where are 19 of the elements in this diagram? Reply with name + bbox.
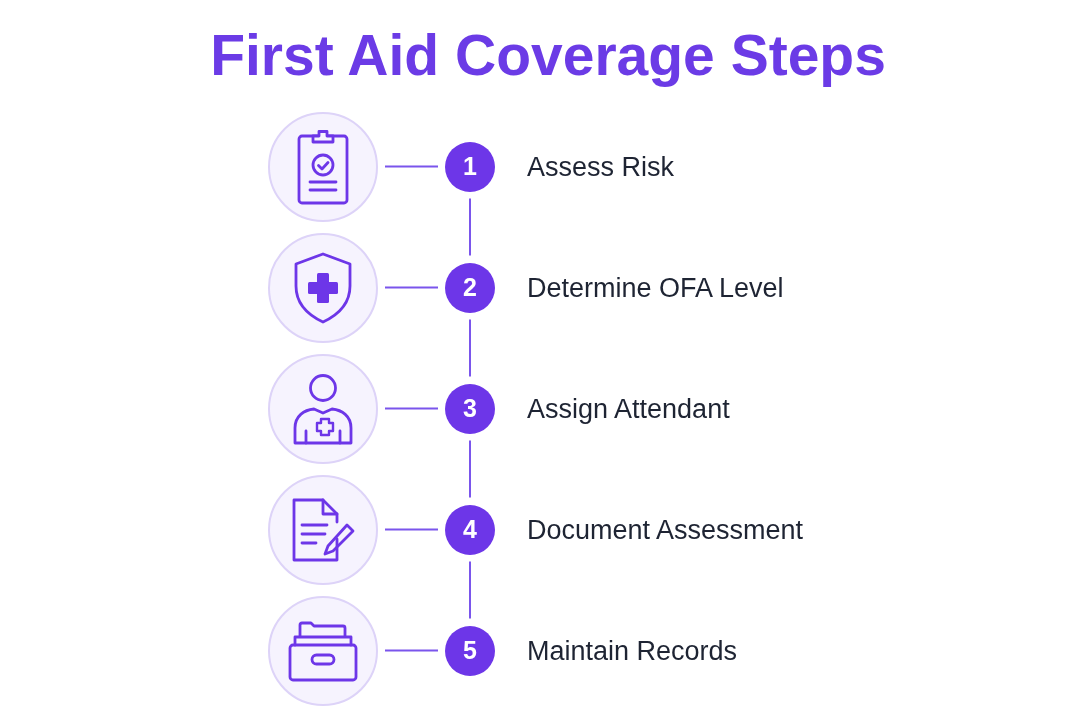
step-label: Assess Risk	[527, 153, 675, 180]
step-number: 2	[445, 262, 495, 313]
step-label: Document Assessment	[527, 516, 804, 543]
connector-line	[469, 560, 471, 620]
connector-line	[384, 528, 439, 531]
step-number: 5	[445, 625, 495, 676]
connector-line	[384, 649, 439, 652]
step-label: Determine OFA Level	[527, 274, 784, 301]
step-number: 4	[445, 504, 495, 555]
step-number: 3	[445, 383, 495, 434]
connector-line	[384, 407, 439, 410]
step-number: 1	[445, 141, 495, 192]
step-label: Maintain Records	[527, 637, 738, 664]
connector-line	[469, 439, 471, 499]
connector-line	[469, 197, 471, 257]
step-label: Assign Attendant	[527, 395, 730, 422]
connector-line	[384, 165, 439, 168]
connector-line	[384, 286, 439, 289]
connector-line	[469, 318, 471, 378]
